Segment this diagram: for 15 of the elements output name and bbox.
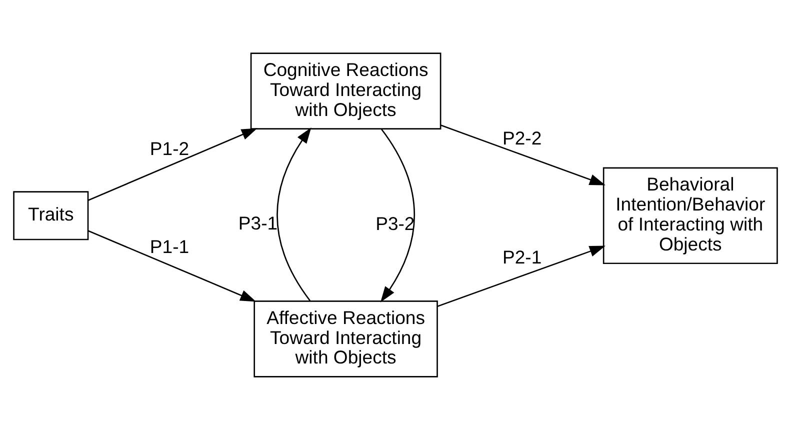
edge-label: P1-1 xyxy=(150,236,190,257)
node-box: Affective Reactions Toward Interacting with Objects xyxy=(254,300,438,377)
node-box: Cognitive Reactions Toward Interacting with Objects xyxy=(250,52,442,130)
arrow xyxy=(437,245,606,306)
arrow xyxy=(380,128,415,302)
arrow xyxy=(88,128,258,200)
arrow xyxy=(440,124,606,185)
edge-label: P2-1 xyxy=(502,246,542,268)
arrow xyxy=(276,127,312,301)
edge-label: P2-2 xyxy=(502,126,542,148)
edge-label: P3-1 xyxy=(238,212,278,234)
arrow xyxy=(88,230,256,302)
edge-label: P1-2 xyxy=(150,137,190,158)
node-box: Traits xyxy=(13,190,89,240)
node-box: Behavioral Intention/Behavior of Interacting with Objects xyxy=(602,166,778,264)
